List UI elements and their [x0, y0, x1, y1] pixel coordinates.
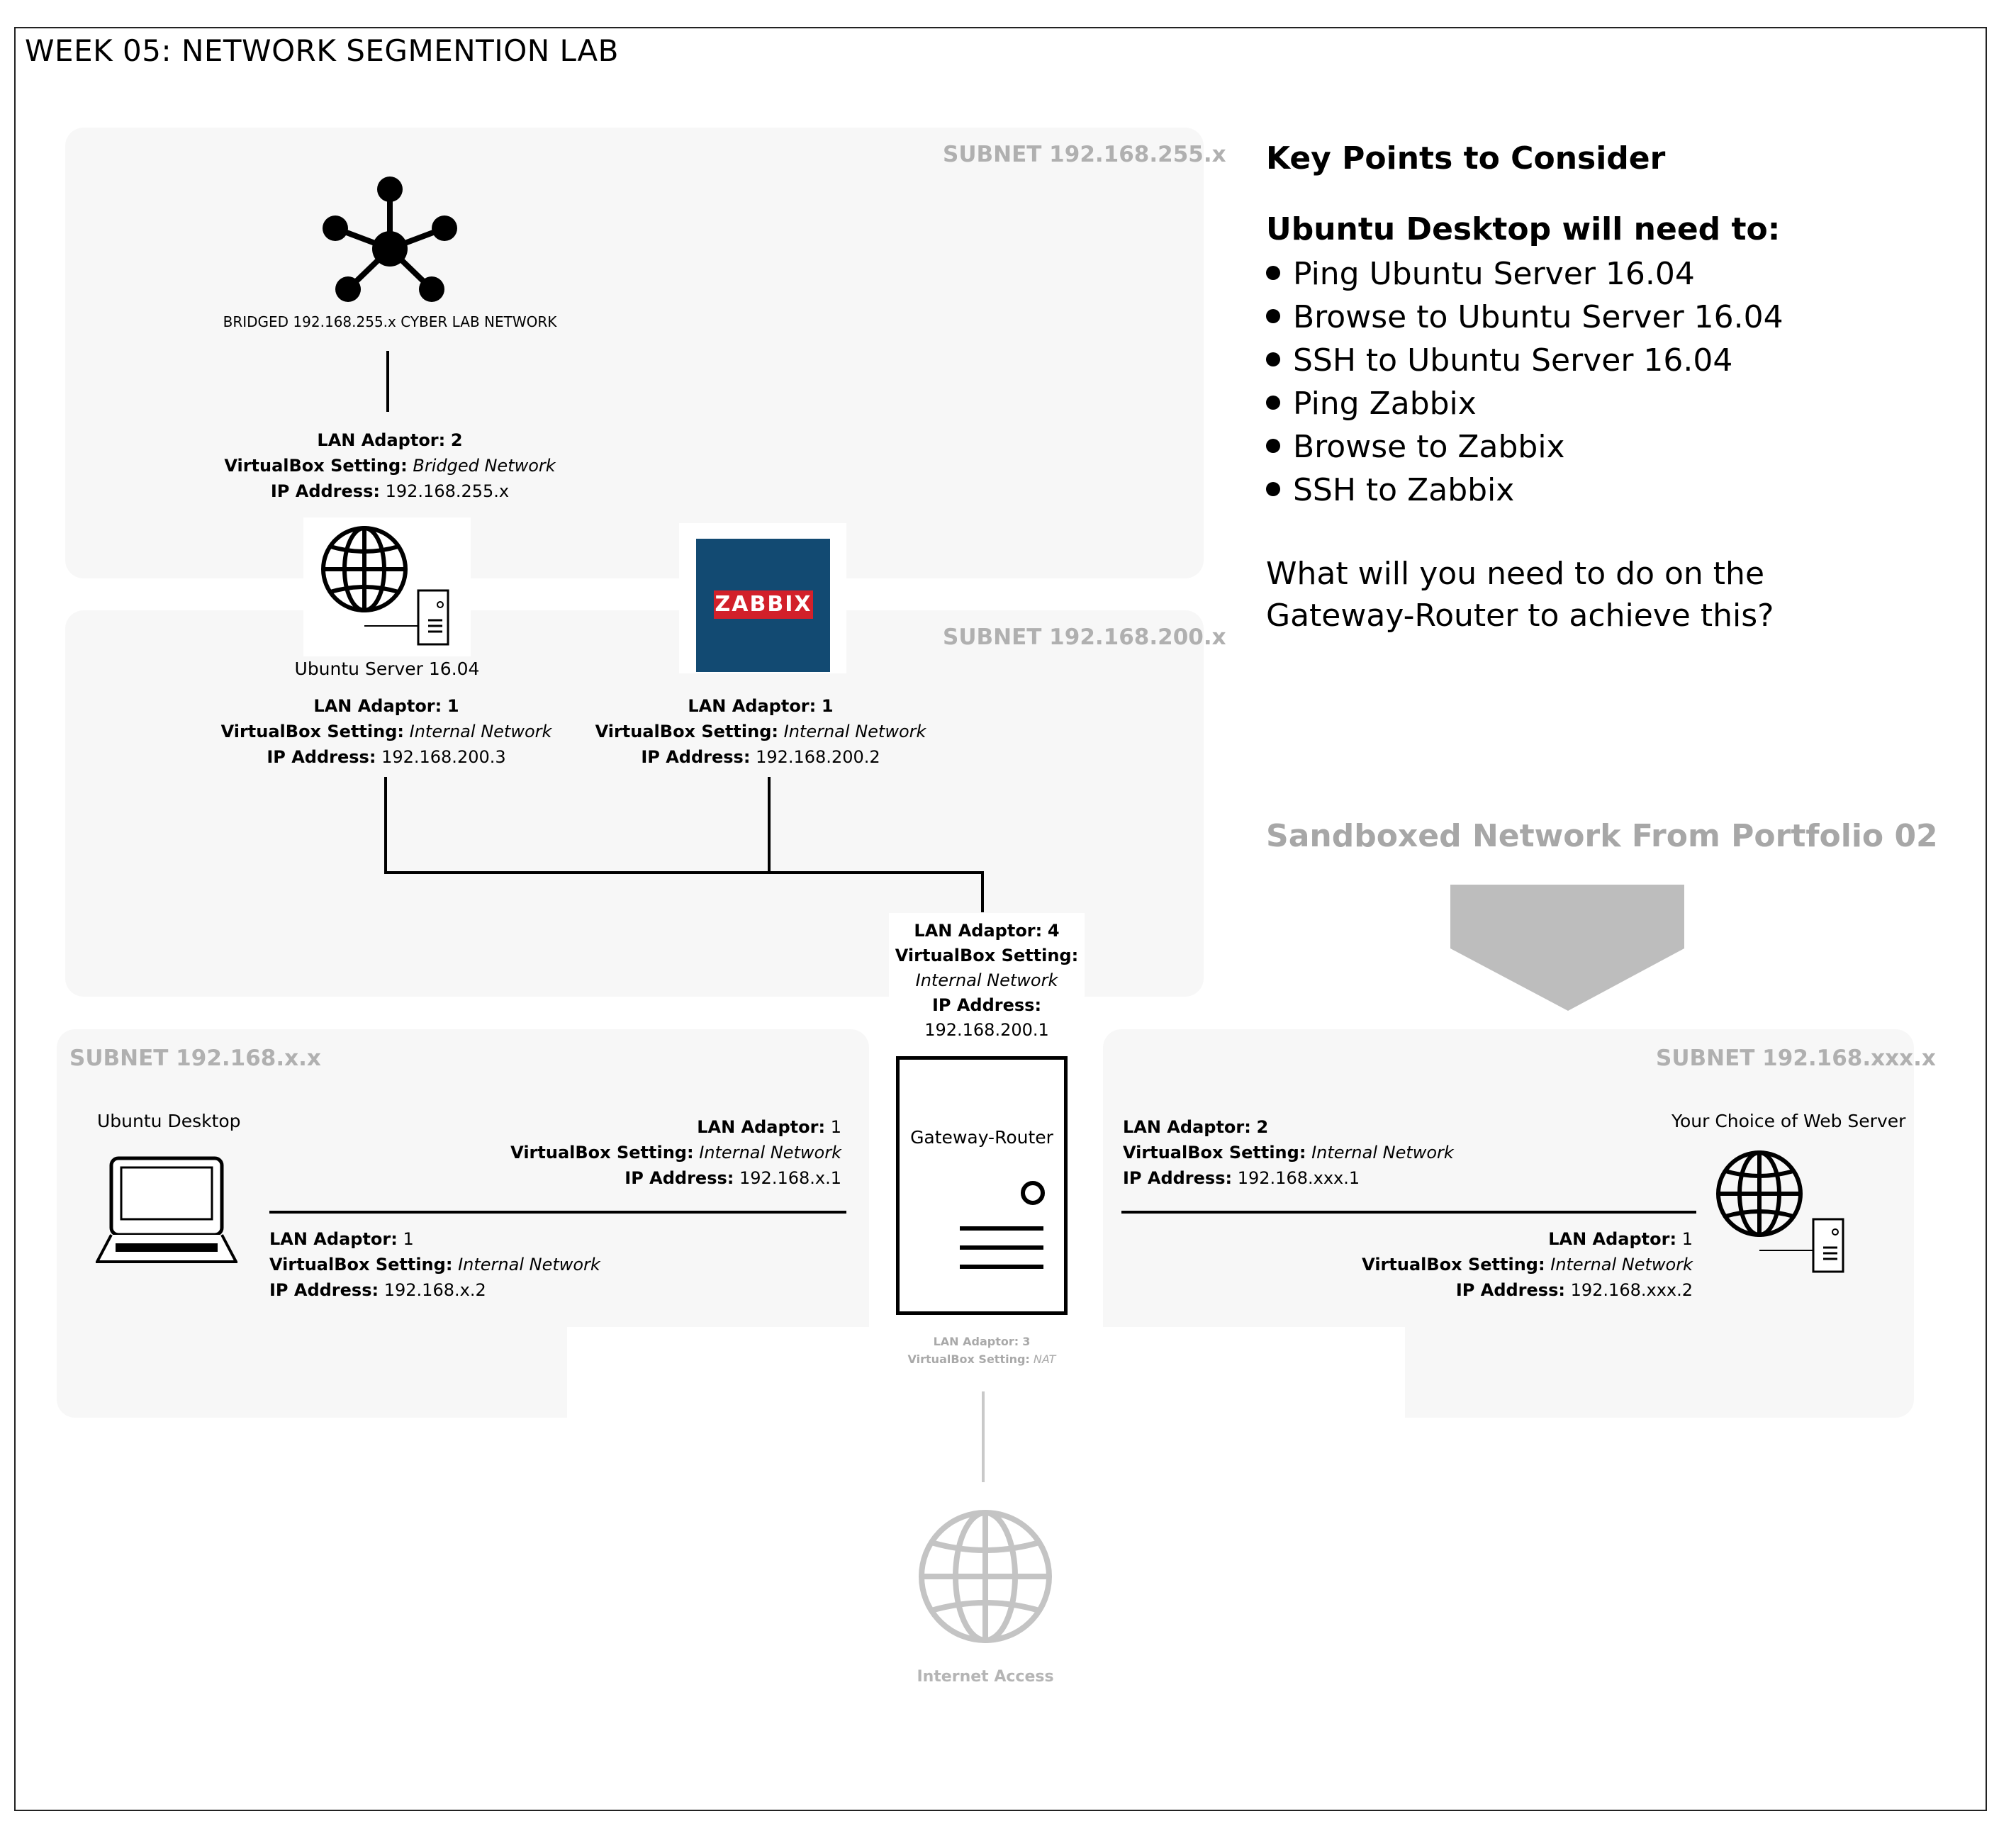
- list-item: Browse to Zabbix: [1266, 425, 1783, 469]
- bullet-icon: [1266, 396, 1280, 410]
- internet-link-line: [982, 1391, 985, 1482]
- subnet-255-label: SUBNET 192.168.255.x: [943, 142, 1226, 167]
- ubuntu-server-adapter1-info: LAN Adaptor: 1 VirtualBox Setting: Inter…: [220, 696, 552, 767]
- router-webserver-link-line: [1121, 1211, 1696, 1214]
- web-server-icon: [321, 526, 449, 646]
- subnet-x-label: SUBNET 192.168.x.x: [69, 1046, 321, 1071]
- desktop-router-link-line: [269, 1211, 846, 1214]
- globe-icon: [919, 1510, 1052, 1643]
- internet-label: Internet Access: [917, 1668, 1054, 1686]
- arrow-down-icon: [1450, 885, 1684, 1011]
- key-points-subtitle: Ubuntu Desktop will need to:: [1266, 211, 1781, 247]
- key-points-list: Ping Ubuntu Server 16.04 Browse to Ubunt…: [1266, 252, 1783, 512]
- router-adapter3-info: LAN Adaptor: 3 VirtualBox Setting: NAT: [907, 1335, 1056, 1366]
- zabbix-drop-line: [768, 777, 771, 873]
- ubuntu-server-drop-line: [384, 777, 387, 873]
- subnet-200-label: SUBNET 192.168.200.x: [943, 624, 1226, 650]
- subnet-x-cutout: [567, 1327, 869, 1426]
- router-adapter4-bg: [889, 913, 1085, 1043]
- subnet-200-bus-line: [384, 871, 984, 874]
- router-name: Gateway-Router: [910, 1127, 1053, 1148]
- list-item: SSH to Zabbix: [1266, 469, 1783, 512]
- sandbox-label: Sandboxed Network From Portfolio 02: [1266, 818, 1938, 854]
- page-title: WEEK 05: NETWORK SEGMENTION LAB: [25, 33, 619, 68]
- laptop-icon: [96, 1156, 237, 1263]
- subnet-255-region: [65, 128, 1204, 578]
- subnet-xxx-cutout: [1103, 1327, 1405, 1426]
- ubuntu-desktop-adapter1-info: LAN Adaptor: 1 VirtualBox Setting: Inter…: [269, 1229, 600, 1300]
- bullet-icon: [1266, 266, 1280, 280]
- bridge-link-line: [386, 351, 389, 412]
- list-item: Browse to Ubuntu Server 16.04: [1266, 296, 1783, 339]
- list-item: SSH to Ubuntu Server 16.04: [1266, 339, 1783, 382]
- router-adapter4-info: LAN Adaptor: 4 VirtualBox Setting: Inter…: [895, 921, 1079, 1040]
- ubuntu-server-name: Ubuntu Server 16.04: [294, 659, 480, 679]
- subnet-xxx-label: SUBNET 192.168.xxx.x: [1656, 1046, 1936, 1071]
- bullet-icon: [1266, 309, 1280, 323]
- bullet-icon: [1266, 352, 1280, 366]
- zabbix-logo: ZABBIX: [714, 590, 813, 619]
- key-points-question: What will you need to do on the Gateway-…: [1266, 556, 1774, 634]
- list-item: Ping Zabbix: [1266, 382, 1783, 425]
- bridged-network-label: BRIDGED 192.168.255.x CYBER LAB NETWORK: [223, 313, 557, 330]
- diagram-frame: [14, 27, 1987, 1811]
- web-server-name: Your Choice of Web Server: [1671, 1111, 1906, 1131]
- router-panel-icon: [960, 1181, 1045, 1269]
- web-server-icon: [1716, 1150, 1844, 1273]
- bullet-icon: [1266, 482, 1280, 496]
- bullet-icon: [1266, 439, 1280, 453]
- ubuntu-server-adapter2-info: LAN Adaptor: 2 VirtualBox Setting: Bridg…: [224, 430, 556, 501]
- router-uplink-line: [981, 871, 984, 912]
- key-points-title: Key Points to Consider: [1266, 140, 1666, 177]
- router-adapter1-info: LAN Adaptor: 1 VirtualBox Setting: Inter…: [510, 1117, 841, 1188]
- zabbix-adapter1-info: LAN Adaptor: 1 VirtualBox Setting: Inter…: [595, 696, 926, 767]
- router-adapter2-info: LAN Adaptor: 2 VirtualBox Setting: Inter…: [1123, 1117, 1454, 1188]
- web-server-adapter1-info: LAN Adaptor: 1 VirtualBox Setting: Inter…: [1362, 1229, 1693, 1300]
- ubuntu-desktop-name: Ubuntu Desktop: [97, 1111, 241, 1131]
- list-item: Ping Ubuntu Server 16.04: [1266, 252, 1783, 296]
- hub-icon: [323, 177, 457, 302]
